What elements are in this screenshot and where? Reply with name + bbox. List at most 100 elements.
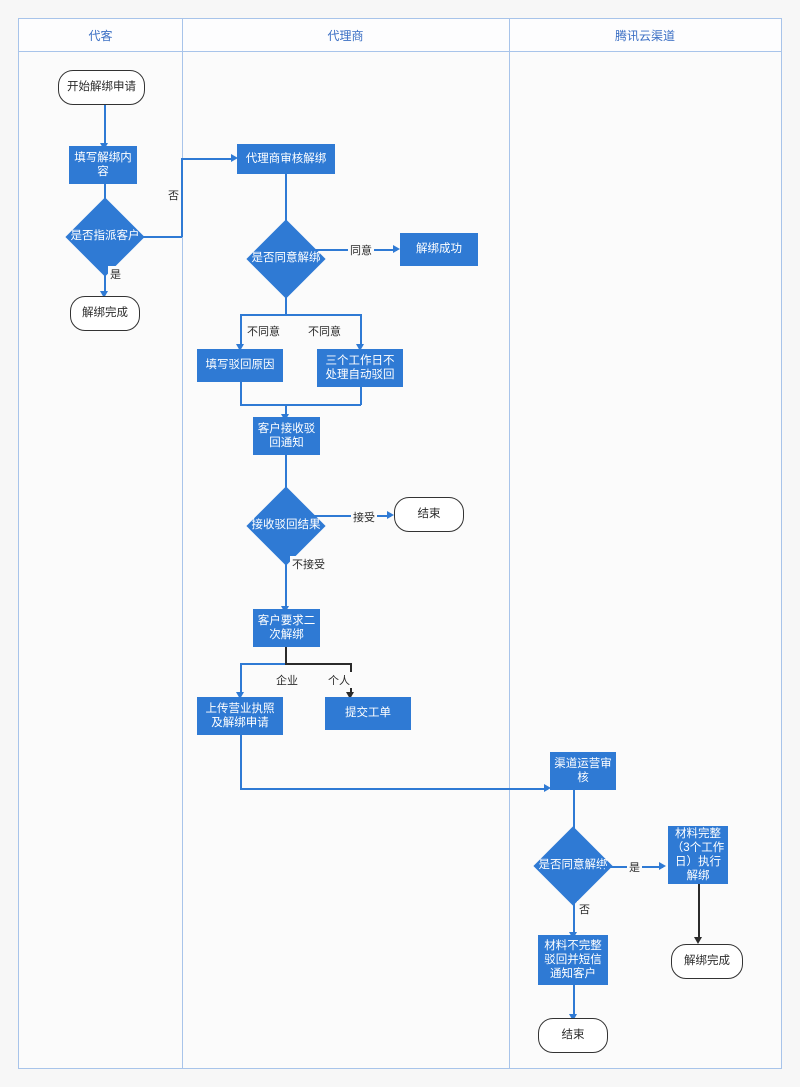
edge-assign-no-arrow (231, 154, 238, 162)
node-end-bottom-label: 结束 (561, 1029, 585, 1042)
flowchart-canvas: 代客 代理商 腾讯云渠道 开始解绑申请 填写解绑内容 是否指派客户 是 解绑完成… (18, 18, 782, 1069)
edge-enterprise-h (241, 663, 286, 665)
edge-material-to-done (698, 884, 700, 940)
edge-individual-h (285, 663, 351, 665)
node-agree-unbind-label: 是否同意解绑 (251, 252, 321, 265)
edge-assign-yes-arrow (100, 291, 108, 298)
node-assign-customer[interactable]: 是否指派客户 (65, 197, 145, 277)
node-upload-license[interactable]: 上传营业执照及解绑申请 (197, 697, 283, 735)
node-second-request[interactable]: 客户要求二次解绑 (253, 609, 320, 647)
edge-final-no (573, 894, 575, 935)
edge-label-not-accept: 不接受 (290, 556, 327, 572)
node-auto-reject-label: 三个工作日不处理自动驳回 (325, 354, 395, 381)
edge-start-to-fill (104, 105, 106, 146)
node-material-incomplete[interactable]: 材料不完整驳回并短信通知客户 (538, 935, 608, 985)
node-unbind-success-label: 解绑成功 (416, 243, 462, 256)
edge-incomplete-to-end (573, 985, 575, 1017)
node-start-apply[interactable]: 开始解绑申请 (58, 70, 145, 105)
edge-incomplete-to-end-arrow (569, 1014, 577, 1021)
edge-not-accept (285, 554, 287, 609)
node-material-incomplete-label: 材料不完整驳回并短信通知客户 (544, 939, 602, 980)
edge-label-accept: 接受 (351, 509, 377, 525)
edge-label-disagree-right: 不同意 (306, 323, 343, 339)
edge-enterprise-v (240, 663, 242, 695)
node-agent-review[interactable]: 代理商审核解绑 (237, 144, 335, 174)
edge-disagree-stem (285, 287, 287, 315)
edge-final-yes-arrow (659, 862, 666, 870)
edge-accept-arrow (387, 511, 394, 519)
node-agent-review-label: 代理商审核解绑 (245, 152, 327, 165)
node-agree-unbind-2-label: 是否同意解绑 (538, 859, 608, 872)
node-unbind-done-right-label: 解绑完成 (684, 955, 730, 968)
edge-label-yes-assign: 是 (108, 266, 123, 282)
node-receive-result-label: 接收驳回结果 (251, 519, 321, 532)
edge-agent-to-agree (285, 174, 287, 230)
lane-header-tencent: 腾讯云渠道 (509, 19, 781, 52)
node-unbind-done-left-label: 解绑完成 (82, 307, 128, 320)
edge-reject-merge-stem (285, 404, 287, 417)
node-fill-reject-reason-label: 填写驳回原因 (205, 359, 275, 372)
edge-label-enterprise: 企业 (274, 672, 300, 688)
node-customer-receive[interactable]: 客户接收驳回通知 (253, 417, 320, 455)
edge-reject-merge-h (240, 404, 361, 406)
node-submit-ticket-label: 提交工单 (345, 707, 391, 720)
edge-upload-to-channel-h (240, 788, 548, 790)
edge-disagree-right-arrow (356, 344, 364, 351)
edge-label-yes-final: 是 (627, 859, 642, 875)
edge-disagree-left-arrow (236, 344, 244, 351)
edge-channel-to-agree2 (573, 790, 575, 837)
lane-header-daike: 代客 (19, 19, 182, 52)
node-end-bottom[interactable]: 结束 (538, 1018, 608, 1053)
node-auto-reject[interactable]: 三个工作日不处理自动驳回 (317, 349, 403, 387)
node-unbind-done-left[interactable]: 解绑完成 (70, 296, 140, 331)
node-agree-unbind[interactable]: 是否同意解绑 (246, 219, 326, 299)
lane-divider-1 (182, 19, 183, 1068)
node-end-mid[interactable]: 结束 (394, 497, 464, 532)
node-assign-customer-label: 是否指派客户 (70, 230, 140, 243)
node-fill-content-label: 填写解绑内容 (74, 151, 132, 178)
node-unbind-done-right[interactable]: 解绑完成 (671, 944, 743, 979)
edge-assign-yes (104, 265, 106, 294)
edge-disagree-right-h (285, 314, 361, 316)
lane-label-dailishang: 代理商 (327, 28, 364, 43)
edge-disagree-left-v (240, 314, 242, 347)
node-unbind-success[interactable]: 解绑成功 (400, 233, 478, 266)
lane-header-dailishang: 代理商 (182, 19, 509, 52)
edge-assign-no-h1 (133, 236, 182, 238)
edge-reject-merge-v-left (240, 382, 242, 405)
edge-label-disagree-left: 不同意 (245, 323, 282, 339)
edge-individual-arrow (346, 692, 354, 699)
edge-label-no-final: 否 (577, 901, 592, 917)
edge-label-individual: 个人 (326, 672, 352, 688)
edge-receive-to-result (285, 455, 287, 497)
lane-divider-2 (509, 19, 510, 1068)
edge-assign-no-h2 (181, 158, 234, 160)
edge-upload-to-channel-arrow (544, 784, 551, 792)
edge-label-no-assign: 否 (166, 187, 181, 203)
edge-split-stem (285, 647, 287, 664)
edge-upload-to-channel-v (240, 735, 242, 789)
node-material-complete[interactable]: 材料完整（3个工作日）执行解绑 (668, 826, 728, 884)
edge-disagree-right-v (360, 314, 362, 347)
node-fill-content[interactable]: 填写解绑内容 (69, 146, 137, 184)
node-channel-review-label: 渠道运营审核 (554, 757, 612, 784)
edge-disagree-left-h (241, 314, 286, 316)
node-submit-ticket[interactable]: 提交工单 (325, 697, 411, 730)
node-customer-receive-label: 客户接收驳回通知 (257, 422, 316, 449)
lane-label-tencent: 腾讯云渠道 (614, 28, 675, 43)
edge-enterprise-arrow (236, 692, 244, 699)
lane-label-daike: 代客 (88, 28, 113, 43)
node-material-complete-label: 材料完整（3个工作日）执行解绑 (671, 827, 725, 883)
node-receive-result[interactable]: 接收驳回结果 (246, 486, 326, 566)
node-upload-license-label: 上传营业执照及解绑申请 (205, 702, 275, 729)
node-agree-unbind-2[interactable]: 是否同意解绑 (533, 826, 613, 906)
edge-fill-to-assign (104, 184, 106, 208)
node-start-apply-label: 开始解绑申请 (67, 81, 136, 94)
edge-label-agree: 同意 (348, 242, 374, 258)
node-end-mid-label: 结束 (417, 508, 441, 521)
edge-assign-no-v (181, 158, 183, 237)
node-second-request-label: 客户要求二次解绑 (257, 614, 316, 641)
node-fill-reject-reason[interactable]: 填写驳回原因 (197, 349, 283, 382)
edge-reject-merge-v-right (360, 387, 362, 405)
node-channel-review[interactable]: 渠道运营审核 (550, 752, 616, 790)
